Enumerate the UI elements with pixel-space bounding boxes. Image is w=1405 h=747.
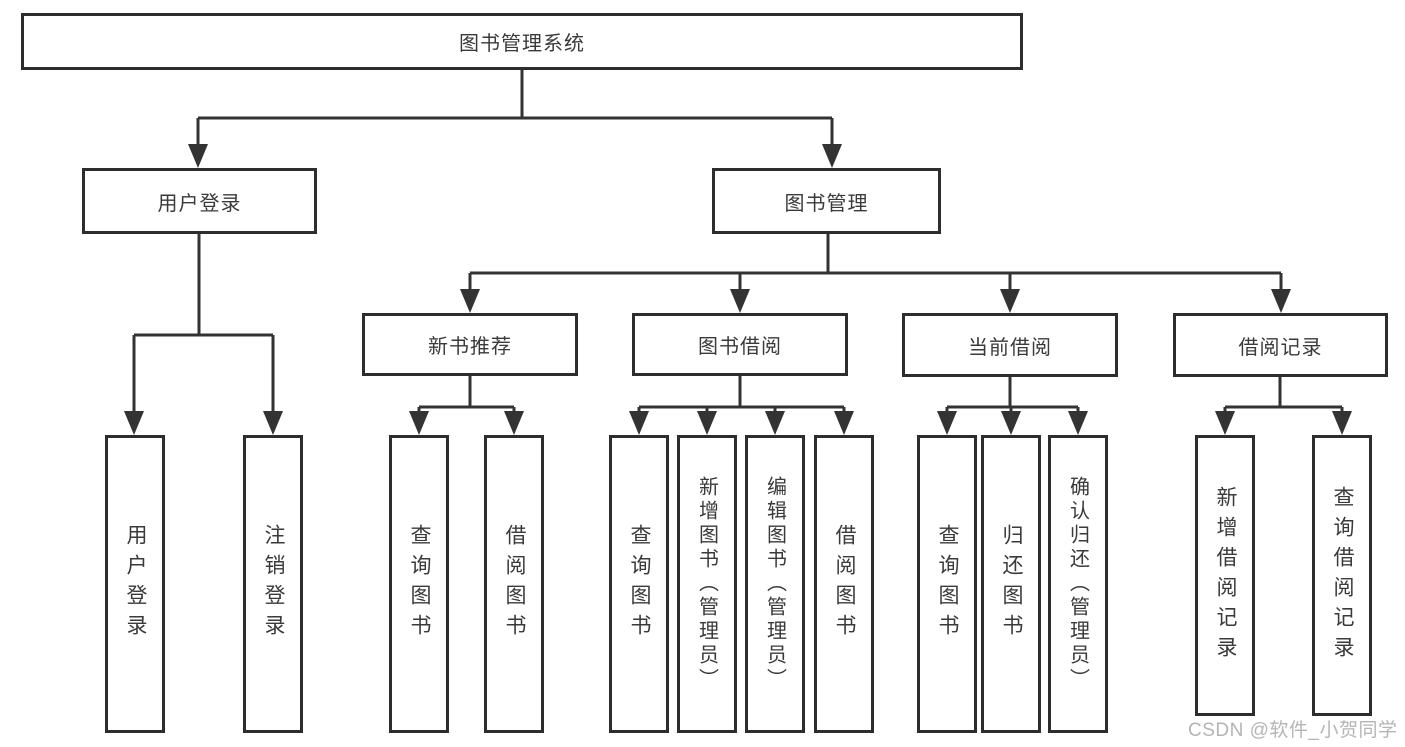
leaf-recommend-borrow-books: 借阅图书: [484, 435, 544, 733]
node-label: 借阅记录: [1238, 336, 1323, 359]
leaf-label: 编辑图书（管理员）: [763, 476, 786, 692]
leaf-borrow-query-books: 查询图书: [609, 435, 669, 733]
leaf-current-query-books: 查询图书: [917, 435, 977, 733]
leaf-label: 借阅图书: [503, 524, 526, 644]
node-label: 用户登录: [157, 192, 242, 215]
leaf-return-books: 归还图书: [981, 435, 1041, 733]
leaf-label: 查询图书: [408, 524, 431, 644]
leaf-logout-login: 注销登录: [243, 435, 303, 733]
leaf-label: 注销登录: [262, 524, 285, 644]
node-label: 图书借阅: [698, 336, 782, 358]
leaf-label: 新增图书（管理员）: [695, 476, 718, 692]
leaf-label: 借阅图书: [833, 524, 856, 644]
leaf-label: 查询图书: [936, 524, 959, 644]
leaf-borrow-borrow-books: 借阅图书: [814, 435, 874, 733]
node-root-library-system: 图书管理系统: [21, 13, 1023, 70]
node-book-management: 图书管理: [712, 168, 941, 234]
leaf-label: 查询借阅记录: [1331, 485, 1354, 666]
node-borrow-records: 借阅记录: [1173, 313, 1388, 377]
leaf-user-login: 用户登录: [105, 435, 165, 733]
node-book-borrow: 图书借阅: [632, 313, 848, 376]
leaf-add-books-admin: 新增图书（管理员）: [677, 435, 737, 733]
leaf-edit-books-admin: 编辑图书（管理员）: [745, 435, 805, 733]
node-user-login: 用户登录: [82, 168, 317, 234]
leaf-label: 用户登录: [124, 524, 147, 644]
leaf-label: 确认归还（管理员）: [1066, 476, 1089, 692]
leaf-label: 新增借阅记录: [1214, 485, 1237, 666]
node-current-borrow: 当前借阅: [902, 313, 1118, 377]
leaf-add-borrow-record: 新增借阅记录: [1195, 435, 1255, 716]
node-label: 新书推荐: [428, 336, 512, 358]
leaf-label: 归还图书: [1000, 524, 1023, 644]
leaf-confirm-return-admin: 确认归还（管理员）: [1048, 435, 1108, 733]
leaf-query-borrow-record: 查询借阅记录: [1312, 435, 1372, 716]
leaf-label: 查询图书: [628, 524, 651, 644]
node-label: 图书管理系统: [459, 33, 585, 55]
csdn-watermark: CSDN @软件_小贺同学: [1188, 720, 1398, 741]
node-label: 图书管理: [784, 192, 869, 215]
leaf-recommend-query-books: 查询图书: [389, 435, 449, 733]
node-label: 当前借阅: [968, 336, 1052, 359]
node-new-book-recommend: 新书推荐: [362, 313, 578, 376]
